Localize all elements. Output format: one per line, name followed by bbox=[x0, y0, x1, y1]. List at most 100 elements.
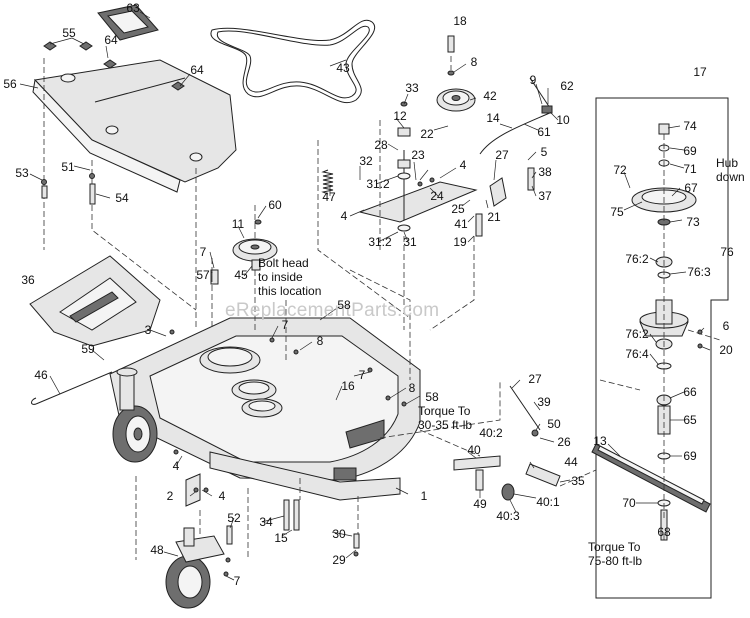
callout: 31:2 bbox=[366, 177, 390, 191]
watermark-text: eReplacementParts.com bbox=[225, 300, 440, 321]
callout: 58 bbox=[337, 298, 351, 312]
callout: 7 bbox=[281, 318, 289, 332]
callout: 69 bbox=[683, 449, 697, 463]
callout: 40:1 bbox=[536, 495, 560, 509]
callout: 59 bbox=[81, 342, 95, 356]
callout: 4 bbox=[459, 158, 467, 172]
hub-down-note: Hub down bbox=[716, 156, 745, 184]
drive-belt bbox=[210, 19, 375, 103]
callout: 74 bbox=[683, 119, 697, 133]
idler-pulley bbox=[436, 88, 476, 112]
callout: 76:2 bbox=[625, 327, 649, 341]
callout: 76:4 bbox=[625, 347, 649, 361]
callout: 76:3 bbox=[687, 265, 711, 279]
callout: 19 bbox=[453, 235, 467, 249]
callout: 56 bbox=[3, 77, 17, 91]
callout: 64 bbox=[104, 33, 118, 47]
callout: 34 bbox=[259, 515, 273, 529]
callout: 37 bbox=[538, 189, 552, 203]
callout: 60 bbox=[268, 198, 282, 212]
callout: 28 bbox=[374, 138, 388, 152]
callout: 51 bbox=[61, 160, 75, 174]
callout: 7 bbox=[358, 368, 366, 382]
callout: 12 bbox=[393, 109, 407, 123]
callout: 10 bbox=[556, 113, 570, 127]
callout: 30 bbox=[332, 527, 346, 541]
callout: 46 bbox=[34, 368, 48, 382]
callout: 73 bbox=[686, 215, 700, 229]
caster-wheel bbox=[165, 527, 225, 609]
callout: 57 bbox=[196, 268, 210, 282]
callout: 35 bbox=[571, 474, 585, 488]
callout: 23 bbox=[411, 148, 425, 162]
assembly-lines bbox=[43, 56, 721, 560]
bolt-head-note: Bolt head to inside this location bbox=[258, 256, 322, 298]
leader-lines bbox=[19, 11, 711, 581]
belt-cover bbox=[32, 59, 237, 193]
callout: 14 bbox=[486, 111, 500, 125]
callout: 16 bbox=[341, 379, 355, 393]
callout: 72 bbox=[613, 163, 627, 177]
callout: 69 bbox=[683, 144, 697, 158]
callout: 31 bbox=[403, 235, 417, 249]
callout: 76 bbox=[720, 245, 734, 259]
control-rod bbox=[479, 111, 553, 155]
callout: 66 bbox=[683, 385, 697, 399]
callout: 39 bbox=[537, 395, 551, 409]
callout: 43 bbox=[336, 61, 350, 75]
callout: 13 bbox=[593, 434, 607, 448]
callout: 8 bbox=[408, 381, 416, 395]
callout: 4 bbox=[218, 489, 226, 503]
callout: 62 bbox=[560, 79, 574, 93]
callout: 7 bbox=[199, 245, 207, 259]
callout: 26 bbox=[557, 435, 571, 449]
callout: 21 bbox=[487, 210, 501, 224]
deflector-rod bbox=[35, 371, 113, 405]
callout: 24 bbox=[430, 189, 444, 203]
callout: 75 bbox=[610, 205, 624, 219]
callout: 45 bbox=[234, 268, 248, 282]
callout: 2 bbox=[166, 489, 174, 503]
hardware-dots bbox=[41, 173, 703, 577]
callout: 71 bbox=[683, 162, 697, 176]
idler-bracket bbox=[358, 181, 478, 223]
callout: 8 bbox=[470, 55, 478, 69]
callout: 8 bbox=[316, 334, 324, 348]
callout: 44 bbox=[564, 455, 578, 469]
callout: 48 bbox=[150, 543, 164, 557]
callout: 18 bbox=[453, 14, 467, 28]
callout: 65 bbox=[683, 413, 697, 427]
callout: 29 bbox=[332, 553, 346, 567]
blade-assembly-frame bbox=[595, 97, 729, 599]
callout: 58 bbox=[425, 390, 439, 404]
callout: 50 bbox=[547, 417, 561, 431]
spring bbox=[321, 169, 334, 195]
callout: 42 bbox=[483, 89, 497, 103]
callout: 55 bbox=[62, 26, 76, 40]
callout: 5 bbox=[540, 145, 548, 159]
callout: 54 bbox=[115, 191, 129, 205]
callout: 40:3 bbox=[496, 509, 520, 523]
callout: 31:2 bbox=[368, 235, 392, 249]
callout: 22 bbox=[420, 127, 434, 141]
callout: 67 bbox=[684, 181, 698, 195]
callout: 38 bbox=[538, 165, 552, 179]
mower-deck bbox=[109, 317, 421, 501]
callout: 7 bbox=[233, 574, 241, 588]
callout: 68 bbox=[657, 525, 671, 539]
callout: 70 bbox=[622, 496, 636, 510]
callout: 27 bbox=[528, 372, 542, 386]
callout: 40:2 bbox=[479, 426, 503, 440]
callout: 15 bbox=[274, 531, 288, 545]
callout: 4 bbox=[340, 209, 348, 223]
callout: 11 bbox=[231, 217, 245, 231]
callout: 20 bbox=[719, 343, 733, 357]
torque-note-blade: Torque To 75-80 ft-lb bbox=[588, 540, 643, 568]
callout: 47 bbox=[322, 190, 336, 204]
callout: 27 bbox=[495, 148, 509, 162]
callout: 1 bbox=[420, 489, 428, 503]
callout: 3 bbox=[144, 323, 152, 337]
callout: 61 bbox=[537, 125, 551, 139]
